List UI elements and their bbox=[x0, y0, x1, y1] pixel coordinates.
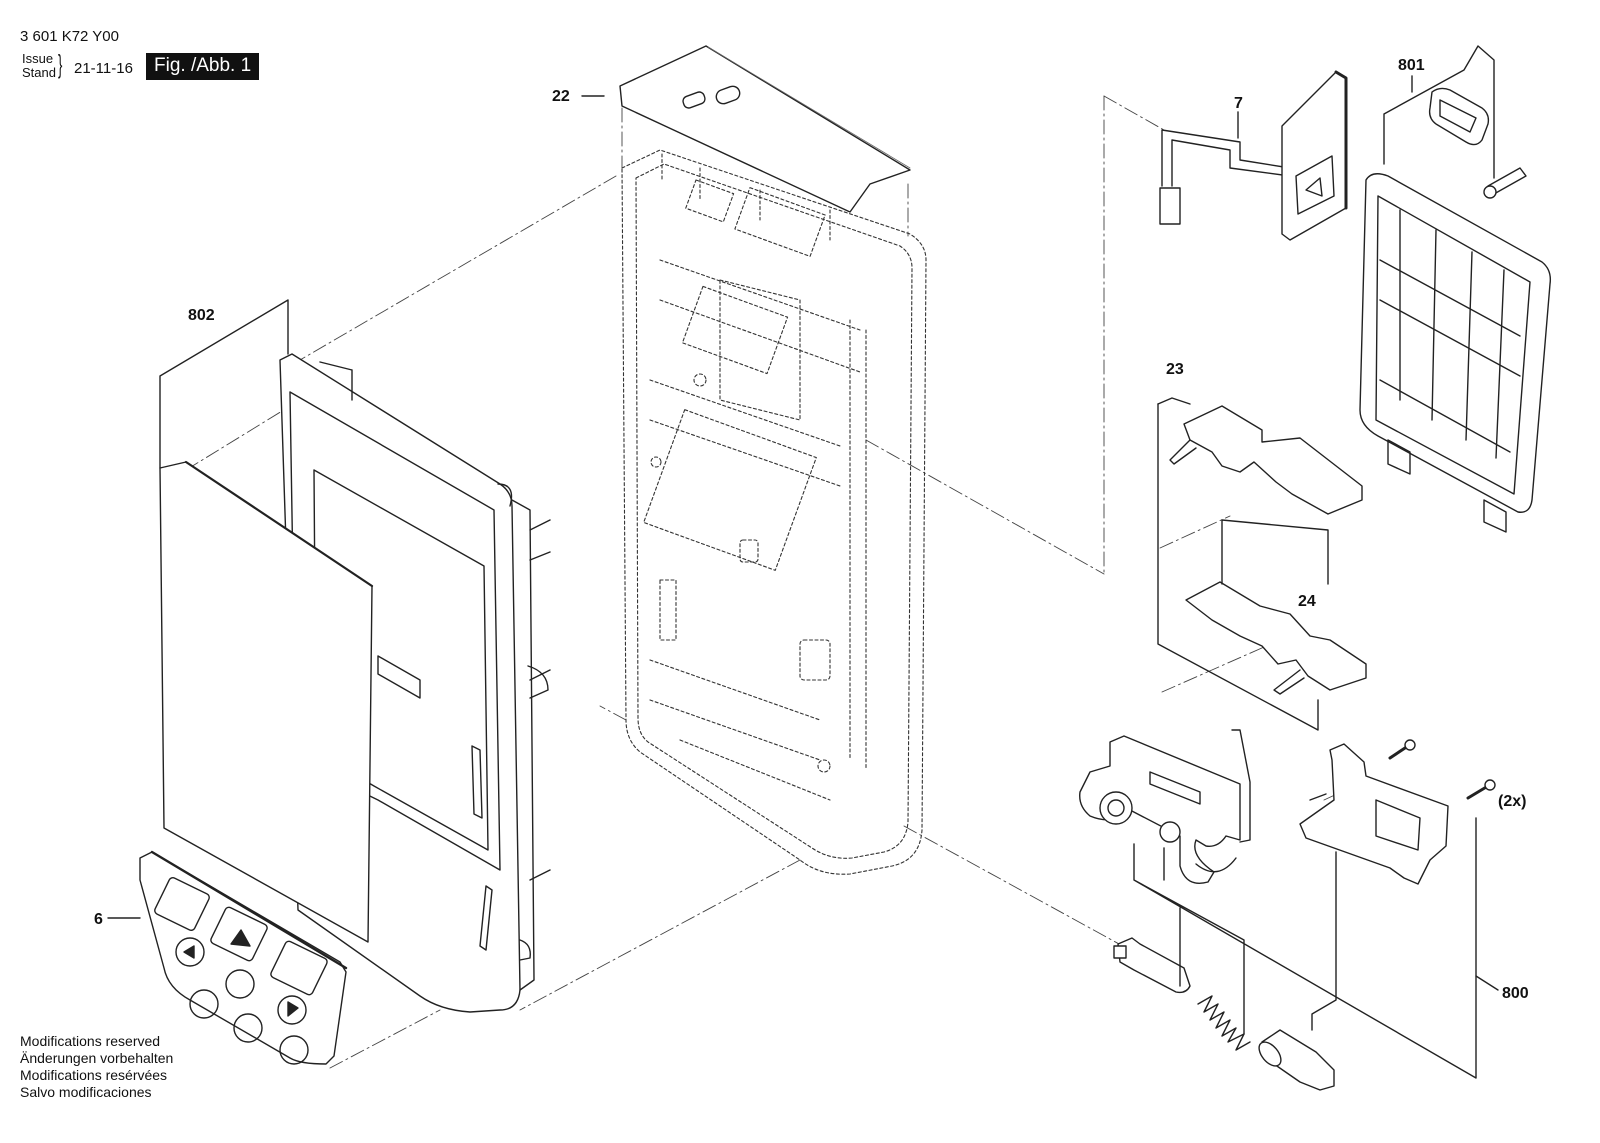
label-800: 800 bbox=[1502, 985, 1529, 1002]
label-802: 802 bbox=[188, 307, 215, 324]
note-es: Salvo modificaciones bbox=[20, 1084, 152, 1100]
note-en: Modifications reserved bbox=[20, 1033, 161, 1049]
part-801-battery-cover bbox=[1359, 87, 1552, 533]
brace-glyph: } bbox=[58, 49, 63, 79]
issue-date: 21-11-16 bbox=[74, 60, 133, 77]
main-housing-with-pcb bbox=[621, 149, 927, 875]
leader-800 bbox=[1133, 817, 1477, 1079]
note-fr: Modifications resérvées bbox=[20, 1067, 168, 1083]
stand-label: Stand bbox=[22, 65, 56, 80]
label-24: 24 bbox=[1298, 593, 1316, 610]
part-7-flex-pad bbox=[1159, 70, 1348, 241]
leader-23-top bbox=[1157, 397, 1191, 405]
label-7: 7 bbox=[1234, 95, 1243, 112]
figure-label: Fig. /Abb. 1 bbox=[146, 53, 260, 80]
leader-801 bbox=[1383, 45, 1495, 179]
part-6-keypad bbox=[139, 850, 348, 1065]
part-22-cover-label bbox=[619, 45, 911, 213]
label-qty-2x: (2x) bbox=[1498, 793, 1526, 810]
issue-label: Issue bbox=[22, 51, 54, 66]
label-801: 801 bbox=[1398, 57, 1425, 74]
label-23: 23 bbox=[1166, 361, 1184, 378]
part-800-latch-assembly bbox=[1079, 729, 1496, 1091]
issue-stand-labels: Issue Stand bbox=[22, 52, 56, 80]
leader-802 bbox=[159, 299, 289, 469]
label-22: 22 bbox=[552, 88, 570, 105]
document-number: 3 601 K72 Y00 bbox=[20, 28, 119, 45]
part-802-window-panel bbox=[159, 460, 374, 943]
part-23-contact-plate bbox=[1169, 405, 1363, 515]
part-24-contact-plate bbox=[1185, 581, 1367, 695]
label-6: 6 bbox=[94, 911, 103, 928]
leader-800-label bbox=[1475, 975, 1499, 991]
leader-23 bbox=[1157, 403, 1319, 731]
note-de: Änderungen vorbehalten bbox=[20, 1050, 174, 1066]
leader-24 bbox=[1221, 519, 1329, 585]
